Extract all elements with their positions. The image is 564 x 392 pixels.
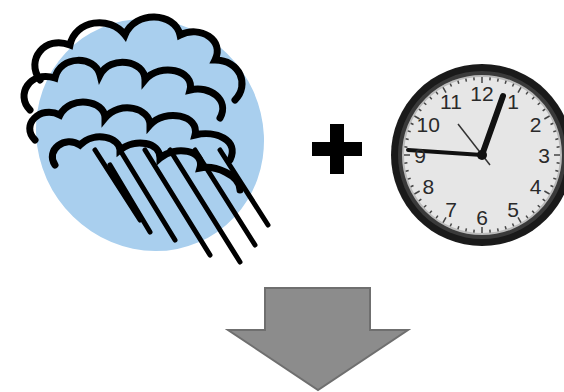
clock-tick xyxy=(408,130,411,132)
clock-tick xyxy=(555,138,558,140)
clock-tick xyxy=(430,211,432,213)
clock-tick xyxy=(489,230,491,233)
clock-tick xyxy=(538,205,540,207)
down-arrow xyxy=(228,288,408,390)
clock-tick xyxy=(419,109,421,111)
clock-tick xyxy=(504,226,506,229)
clock-tick xyxy=(414,191,419,194)
cloud-fill xyxy=(0,0,309,296)
clock-tick xyxy=(436,216,438,218)
clock-numeral: 4 xyxy=(530,176,542,197)
clock-tick xyxy=(526,92,528,94)
clock-tick xyxy=(430,97,432,99)
rain-lines xyxy=(95,150,268,262)
clock-numeral: 9 xyxy=(414,145,426,166)
clock-tick xyxy=(424,205,426,207)
second-hand xyxy=(458,124,490,165)
clock-tick xyxy=(411,123,414,124)
clock-tick xyxy=(544,116,549,119)
clock-tick xyxy=(532,97,534,99)
clock-tick xyxy=(419,199,421,201)
clock-tick xyxy=(526,216,528,218)
clock-tick xyxy=(543,199,545,201)
clock-tick xyxy=(497,79,499,82)
clock-numeral: 10 xyxy=(417,114,440,135)
clock-tick xyxy=(538,103,540,105)
clock-tick xyxy=(532,211,534,213)
clock-tick xyxy=(481,227,483,233)
clock-numeral: 12 xyxy=(470,83,493,104)
clock-numeral: 2 xyxy=(530,114,542,135)
clock-tick xyxy=(450,84,451,87)
clock-tick xyxy=(404,154,410,156)
clock-tick xyxy=(551,186,554,187)
clock-tick xyxy=(424,103,426,105)
clock-numeral: 5 xyxy=(507,198,519,219)
clock-tick xyxy=(408,177,411,179)
clock-tick xyxy=(404,146,407,148)
clock-tick xyxy=(473,230,475,233)
clock-tick xyxy=(513,84,514,87)
clock-tick xyxy=(557,146,560,148)
hour-hand xyxy=(482,96,503,155)
clock-tick xyxy=(411,186,414,187)
clock-tick xyxy=(436,92,438,94)
clock-tick xyxy=(465,228,467,231)
clock-tick xyxy=(557,162,560,164)
clock-tick xyxy=(473,77,475,80)
clock-tick xyxy=(543,109,545,111)
clock-numeral: 1 xyxy=(507,91,519,112)
clock-tick xyxy=(544,191,549,194)
clock-numeral: 11 xyxy=(440,91,462,112)
clock-tick xyxy=(406,170,409,172)
rain-cloud xyxy=(0,0,309,296)
clock-tick xyxy=(465,79,467,82)
cloud-outline xyxy=(24,17,242,190)
clock-tick xyxy=(497,228,499,231)
clock-tick xyxy=(553,177,556,179)
clock-ticks xyxy=(404,77,560,233)
clock-numeral: 8 xyxy=(422,176,434,197)
clock-tick xyxy=(504,81,506,84)
clock-tick xyxy=(553,130,556,132)
clock-tick xyxy=(457,81,459,84)
clock-tick xyxy=(450,224,451,227)
clock-numeral: 3 xyxy=(538,145,550,166)
clock-tick xyxy=(404,162,407,164)
plus-sign xyxy=(312,124,362,174)
clock-tick xyxy=(489,77,491,80)
clock-tick xyxy=(554,154,560,156)
clock-tick xyxy=(555,170,558,172)
clock-tick xyxy=(406,138,409,140)
clock-tick xyxy=(551,123,554,124)
clock-tick xyxy=(457,226,459,229)
clock-tick xyxy=(513,224,514,227)
clock-numeral: 6 xyxy=(476,207,488,228)
wall-clock xyxy=(391,64,564,246)
clock-numeral: 7 xyxy=(445,198,457,219)
